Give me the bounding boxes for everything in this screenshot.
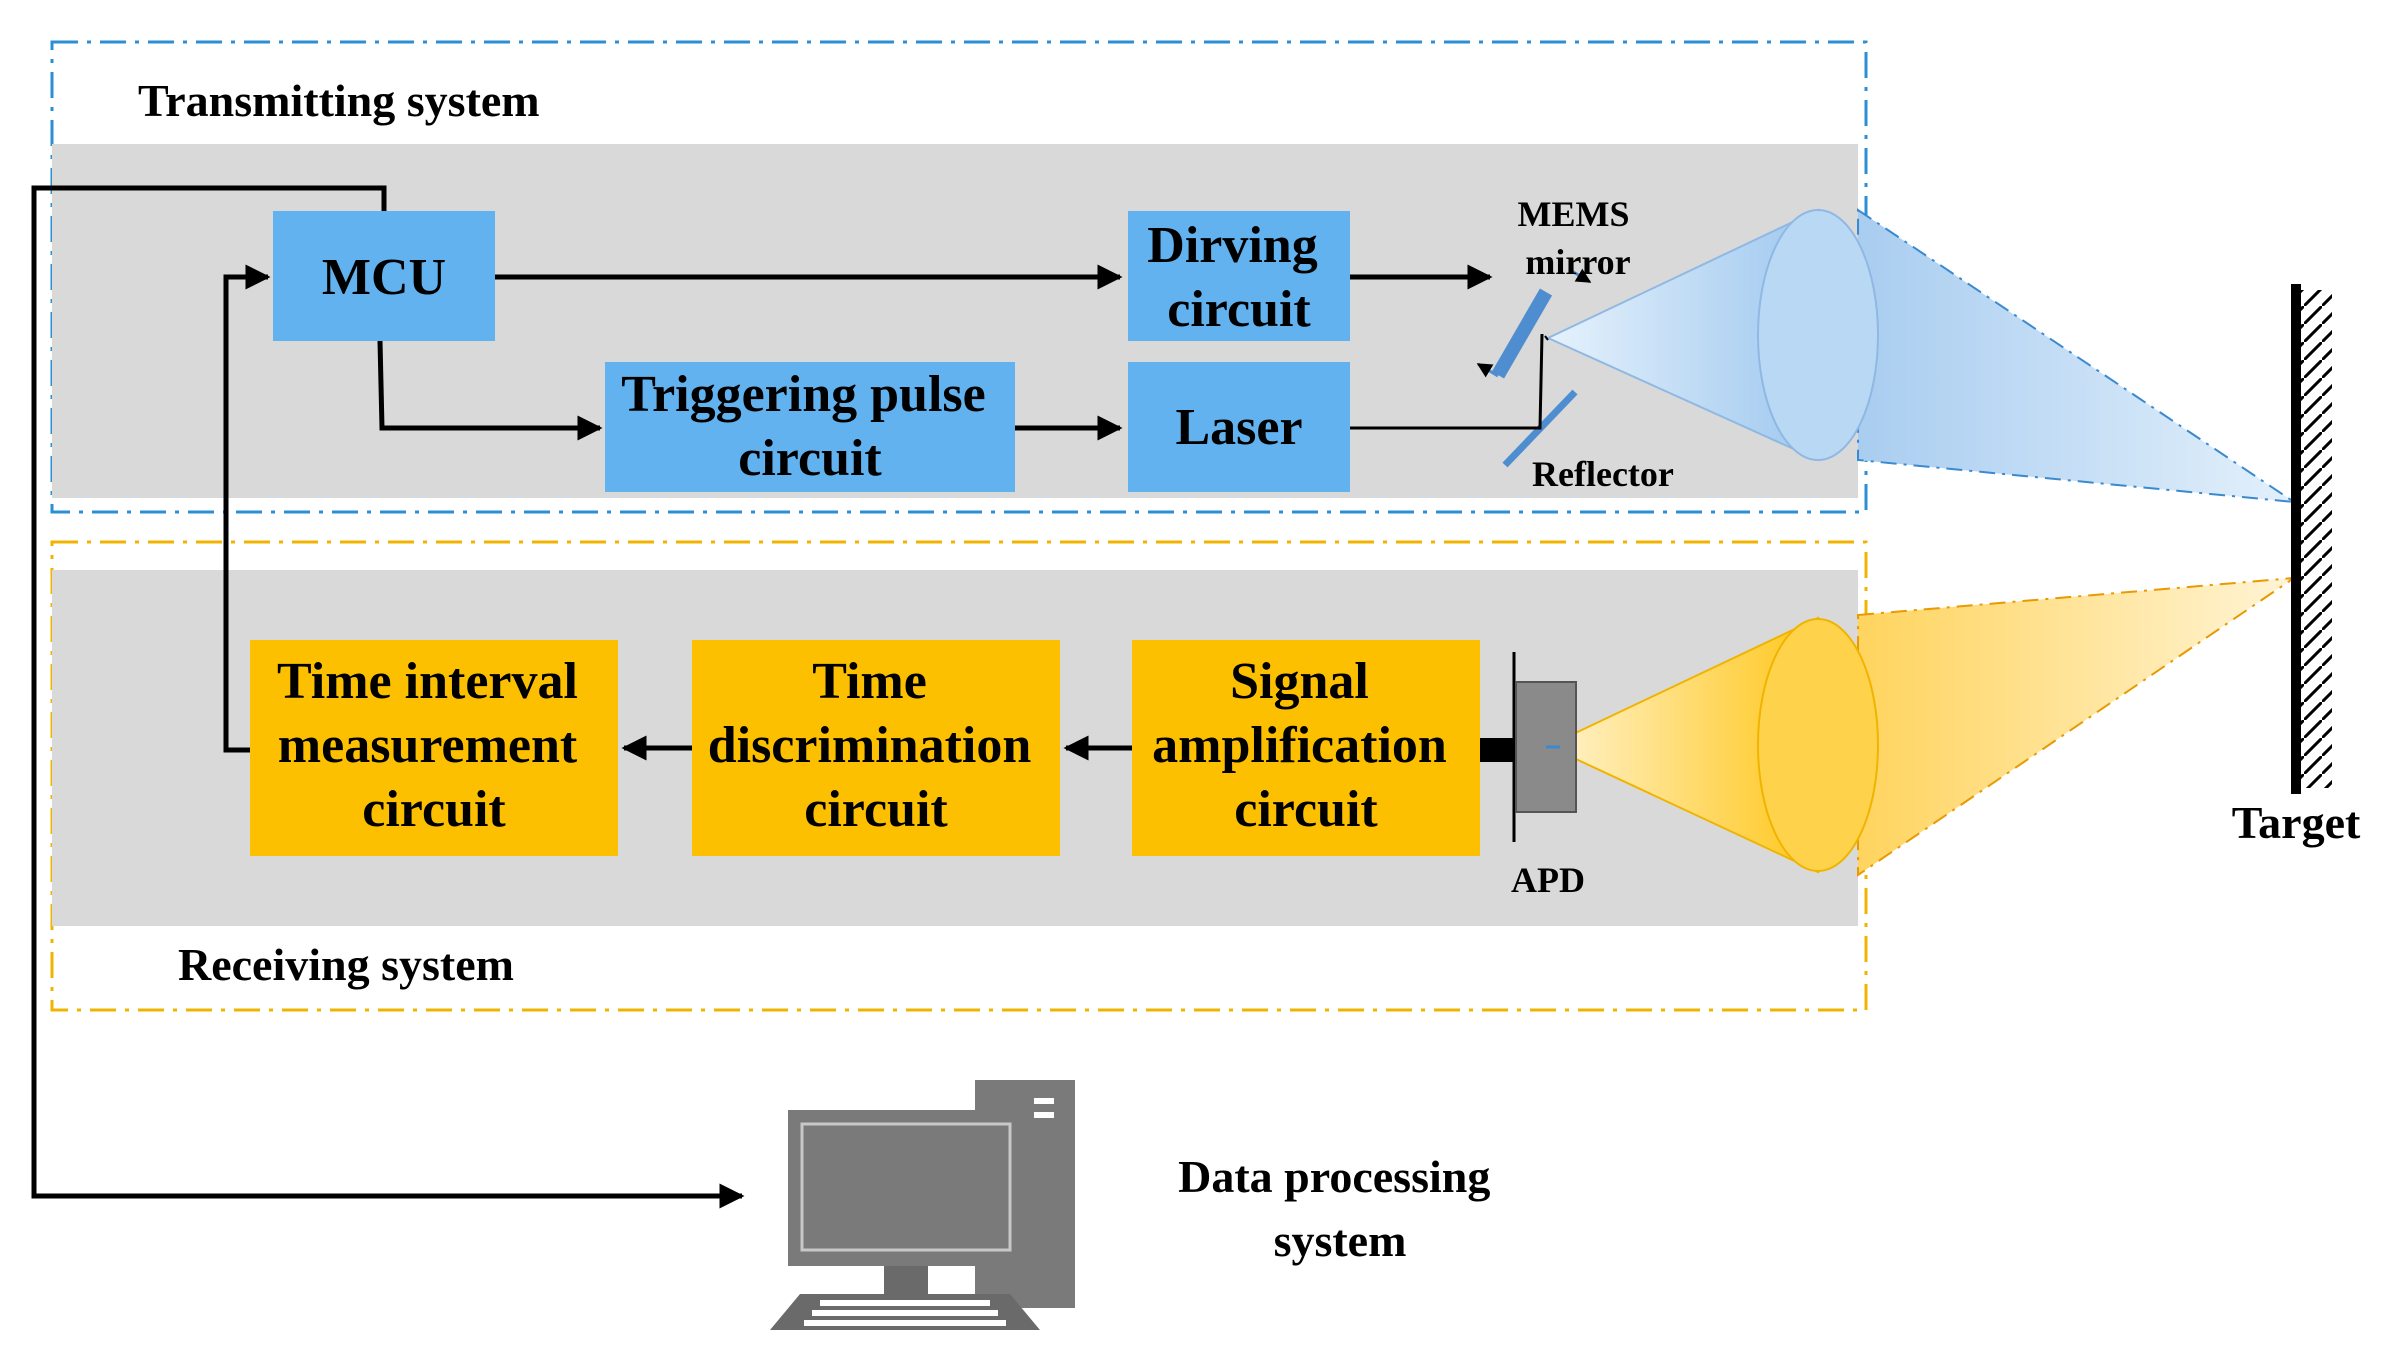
mcu-label: MCU	[322, 249, 446, 306]
target-label: Target	[2232, 797, 2361, 848]
laser-box	[1128, 362, 1350, 492]
computer-icon	[770, 1080, 1075, 1330]
time-interval-box	[250, 640, 618, 856]
receive-lens-cone	[1545, 616, 1879, 874]
transmit-lens-cone	[1545, 208, 1879, 462]
driving-circuit-box	[1128, 211, 1350, 341]
time-discrimination-box	[692, 640, 1060, 856]
time-interval-label: Time interval measurement circuit	[277, 653, 591, 838]
mems-mirror-label: MEMS mirror	[1518, 194, 1639, 282]
driving-circuit-label: Dirving circuit	[1147, 217, 1330, 338]
mems-mirror	[1476, 268, 1592, 379]
triggering-pulse-box	[605, 362, 1015, 492]
transmitting-system-title: Transmitting system	[138, 75, 540, 126]
triggering-pulse-label: Triggering pulse circuit	[621, 366, 998, 487]
time-discrimination-label: Time discrimination circuit	[708, 653, 1045, 838]
transmit-connections	[377, 264, 1549, 441]
signal-amplification-box	[1132, 640, 1480, 856]
laser-label: Laser	[1175, 399, 1302, 456]
receive-beam	[1857, 576, 2298, 877]
apd-detector	[1476, 652, 1577, 842]
signal-amplification-label: Signal amplification circuit	[1152, 653, 1460, 838]
receive-connections	[223, 264, 1132, 761]
reflector-label: Reflector	[1532, 454, 1674, 494]
target-wall	[2291, 284, 2332, 794]
receiving-system-title: Receiving system	[178, 939, 514, 990]
transmit-beam	[1857, 208, 2295, 503]
data-processing-label: Data processing system	[1178, 1151, 1502, 1266]
apd-label: APD	[1511, 860, 1585, 900]
mcu-box	[273, 211, 495, 341]
mcu-to-data-processing-line	[31, 185, 745, 1209]
